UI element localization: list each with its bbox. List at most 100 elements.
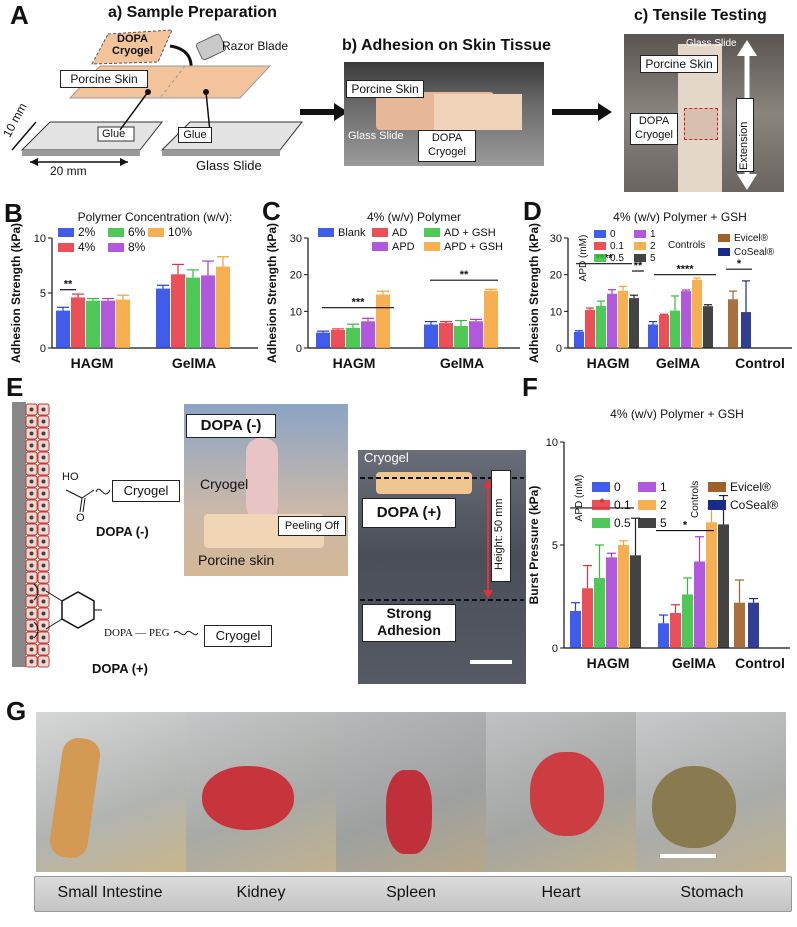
chem-o-label: O: [76, 512, 85, 524]
control-bar: [741, 312, 751, 348]
razor-blade-label: Razor Blade: [222, 39, 289, 53]
category-label: HAGM: [71, 355, 114, 371]
organ-photo-heart: [486, 712, 636, 872]
legend-swatch: [424, 228, 440, 237]
dopa-plus-label: DOPA (+): [92, 661, 148, 676]
y-tick-label: 0: [556, 343, 562, 355]
legend-label: 2: [660, 498, 667, 512]
legend-swatch: [708, 482, 726, 492]
panel-e-schematic: [12, 402, 199, 668]
bar: [361, 321, 375, 348]
chart-title: 4% (w/v) Polymer + GSH: [613, 210, 747, 224]
panel-a-step-c-title: c) Tensile Testing: [634, 7, 767, 24]
razor-blade-icon: [195, 33, 227, 61]
panel-a-step-b-title: b) Adhesion on Skin Tissue: [342, 37, 551, 54]
y-tick-label: 5: [552, 540, 558, 552]
legend-label: 0: [610, 229, 616, 240]
cell-nucleus: [41, 431, 46, 436]
y-tick-label: 0: [40, 343, 46, 355]
bar: [682, 594, 693, 648]
legend-swatch: [594, 254, 606, 262]
bar: [570, 610, 581, 648]
cell-nucleus: [41, 587, 46, 592]
bar: [703, 306, 713, 348]
bar: [659, 315, 669, 348]
panel-letter-a: A: [10, 0, 29, 30]
legend-swatch: [592, 500, 610, 510]
legend-title: APD (mM): [574, 475, 585, 522]
cell-nucleus: [41, 419, 46, 424]
organ-label-heart: Heart: [541, 884, 581, 901]
cell-nucleus: [29, 599, 34, 604]
y-axis-label: Adhesion Strength (kPa): [527, 223, 541, 363]
significance-mark: **: [460, 269, 469, 281]
dopa-peg-chain: DOPA — PEG: [104, 627, 170, 639]
cell-nucleus: [41, 539, 46, 544]
cell-nucleus: [41, 551, 46, 556]
bar: [606, 557, 617, 648]
dopa-minus-photo-title: DOPA (-): [186, 414, 276, 438]
cell-nucleus: [41, 647, 46, 652]
chem-ho-label: HO: [62, 471, 79, 483]
cryogel-box-top: Cryogel: [112, 480, 180, 502]
cell-nucleus: [29, 455, 34, 460]
legend-swatch: [708, 500, 726, 510]
bar: [56, 310, 70, 348]
dimension-20mm: 20 mm: [50, 164, 87, 178]
organ-label-spleen: Spleen: [386, 884, 436, 901]
photo-c-porcine-skin: Porcine Skin: [640, 55, 718, 73]
organ-photo-spleen: [336, 712, 486, 872]
cell-nucleus: [41, 575, 46, 580]
y-tick-label: 0: [552, 643, 558, 655]
legend-swatch: [424, 242, 440, 251]
legend-title: APD (mM): [578, 235, 589, 282]
cell-nucleus: [29, 515, 34, 520]
bar: [454, 326, 468, 348]
control-bar: [734, 602, 745, 648]
photo-c-glass-slide: Glass Slide: [686, 38, 737, 49]
glue-label-left: Glue: [102, 128, 126, 140]
legend-label: 0.5: [614, 516, 631, 530]
cell-nucleus: [41, 659, 46, 664]
panel-letter-g: G: [6, 696, 27, 726]
bar: [692, 279, 702, 348]
cell-nucleus: [41, 443, 46, 448]
legend-swatch: [592, 518, 610, 528]
cell-nucleus: [41, 455, 46, 460]
bar: [629, 298, 639, 348]
legend-label: 8%: [128, 240, 146, 254]
bar: [186, 277, 200, 348]
photo-cryogel-top-label: Cryogel: [364, 450, 409, 465]
legend-swatch: [108, 228, 124, 237]
y-tick-label: 10: [34, 233, 46, 245]
legend-label: 2: [650, 241, 656, 252]
y-tick-label: 10: [550, 306, 562, 318]
significance-mark: ***: [352, 297, 366, 309]
height-label: Height: 50 mm: [493, 498, 505, 570]
photo-b-porcine-skin: Porcine Skin: [346, 80, 424, 98]
category-label: GelMA: [656, 355, 700, 371]
cell-nucleus: [41, 623, 46, 628]
bar: [469, 321, 483, 348]
cell-nucleus: [41, 515, 46, 520]
bar: [116, 299, 130, 348]
legend-swatch: [372, 242, 388, 251]
significance-mark: *: [683, 520, 688, 532]
cell-nucleus: [29, 635, 34, 640]
legend-label: AD + GSH: [444, 227, 496, 239]
bar: [574, 331, 584, 348]
photo-b-glass-slide: Glass Slide: [348, 130, 404, 142]
legend-swatch: [594, 230, 606, 238]
category-label: GelMA: [172, 355, 216, 371]
legend-label: 2%: [78, 225, 96, 239]
control-bar: [748, 602, 759, 648]
bar: [316, 332, 330, 348]
cell-nucleus: [29, 647, 34, 652]
legend-label: 10%: [168, 225, 192, 239]
photo-porcine-skin-label: Porcine skin: [198, 552, 275, 568]
cell-nucleus: [41, 503, 46, 508]
cell-nucleus: [29, 611, 34, 616]
